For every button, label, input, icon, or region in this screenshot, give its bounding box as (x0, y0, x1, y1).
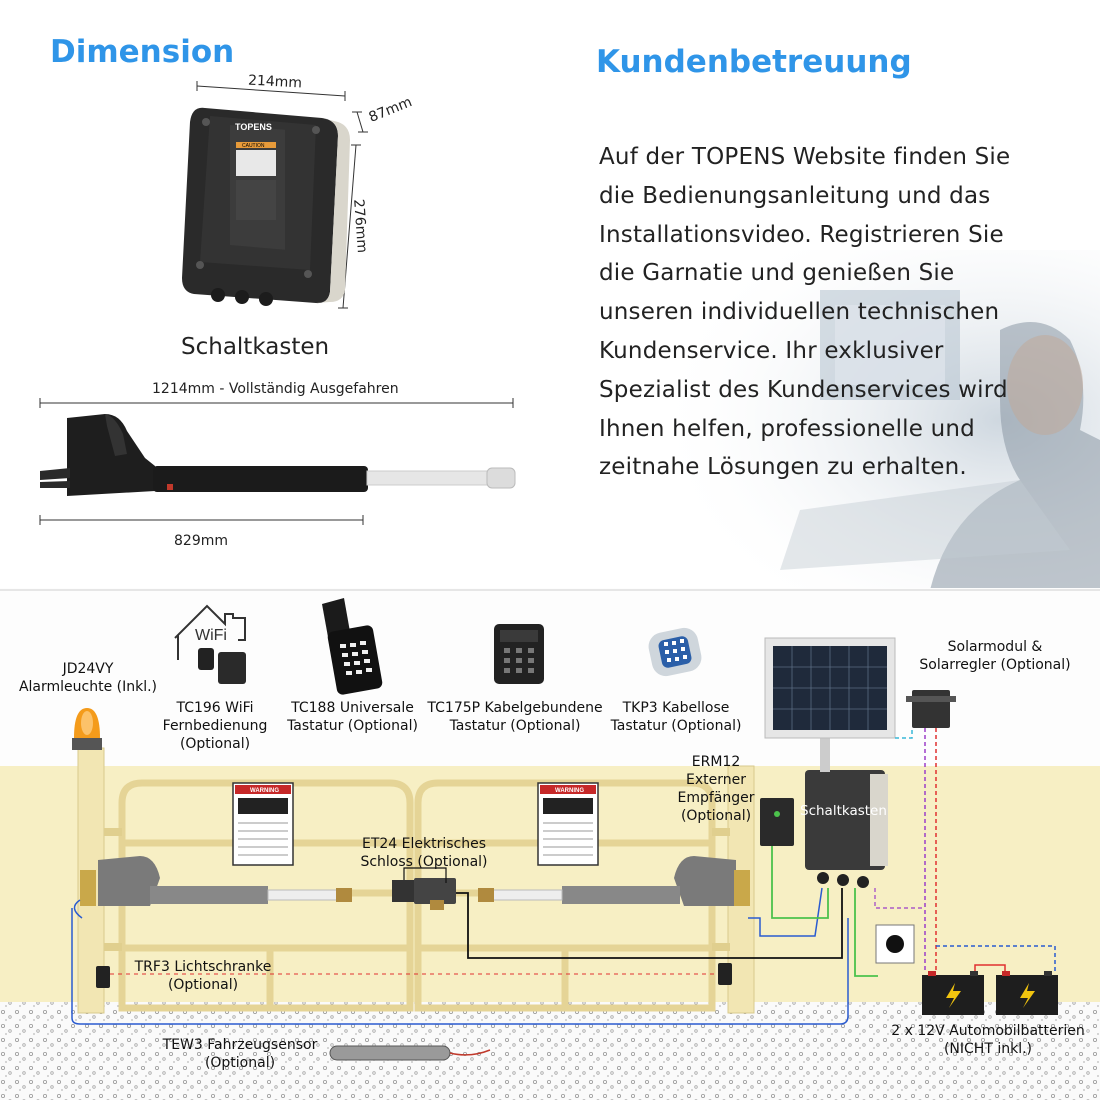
dim-width-label: 214mm (247, 72, 303, 92)
box-brand: TOPENS (235, 122, 272, 132)
lock-label: ET24 Elektrisches Schloss (Optional) (352, 835, 496, 871)
batteries-label: 2 x 12V Automobilbatterien (NICHT inkl.) (888, 1022, 1088, 1058)
alarm-light-label: JD24VY Alarmleuchte (Inkl.) (18, 660, 158, 696)
photocell-model: TRF3 Lichtschranke (134, 959, 272, 975)
lock-optional: Schloss (Optional) (360, 854, 488, 870)
universal-keypad-name: Tastatur (Optional) (287, 718, 418, 734)
photocell-label: TRF3 Lichtschranke (Optional) (128, 958, 278, 994)
solar-optional: Solarregler (Optional) (919, 657, 1071, 673)
wireless-keypad-label: TKP3 Kabellose Tastatur (Optional) (604, 699, 748, 735)
dimension-title: Dimension (50, 34, 235, 70)
solar-name: Solarmodul & (947, 639, 1043, 655)
wifi-remote-optional: (Optional) (179, 736, 251, 752)
universal-keypad-model: TC188 Universale (291, 700, 414, 716)
actuator-drawing (39, 398, 516, 525)
support-line: die Bedienungsanleitung und das (599, 182, 991, 209)
support-line: Ihnen helfen, professionelle und (599, 415, 975, 442)
wired-keypad-model: TC175P Kabelgebundene (427, 700, 603, 716)
control-box-dimension-drawing: TOPENS CAUTION (182, 81, 368, 309)
lock-model: ET24 Elektrisches (361, 836, 487, 852)
wireless-keypad-model: TKP3 Kabellose (622, 700, 730, 716)
support-line: Auf der TOPENS Website finden Sie (599, 144, 1011, 170)
wifi-remote-name: Fernbedienung (162, 718, 268, 734)
receiver-name-1: Externer (686, 772, 746, 788)
wifi-icon-text: WiFi (195, 627, 227, 644)
receiver-name-2: Empfänger (677, 790, 755, 806)
receiver-optional: (Optional) (680, 808, 752, 824)
support-title: Kundenbetreuung (596, 44, 912, 80)
support-agent-background (600, 250, 1100, 590)
vehicle-sensor-model: TEW3 Fahrzeugsensor (162, 1037, 318, 1053)
installation-diagram: WARNING WARNING (0, 588, 1100, 1100)
support-line: zeitnahe Lösungen zu erhalten. (599, 454, 967, 481)
actuator-retracted-label: 829mm (174, 533, 228, 549)
alarm-light-model: JD24VY (62, 661, 114, 677)
vehicle-sensor-optional: (Optional) (204, 1055, 276, 1071)
wireless-keypad-name: Tastatur (Optional) (610, 718, 742, 734)
alarm-light-name: Alarmleuchte (Inkl.) (18, 679, 158, 695)
vehicle-sensor-label: TEW3 Fahrzeugsensor (Optional) (160, 1036, 320, 1072)
universal-keypad-label: TC188 Universale Tastatur (Optional) (280, 699, 425, 735)
wired-keypad-label: TC175P Kabelgebundene Tastatur (Optional… (424, 699, 606, 735)
wifi-remote-label: TC196 WiFi Fernbedienung (Optional) (150, 699, 280, 753)
actuator-extended-label: 1214mm - Vollständig Ausgefahren (152, 381, 399, 397)
box-caution: CAUTION (242, 143, 265, 149)
solar-label: Solarmodul & Solarregler (Optional) (912, 638, 1078, 674)
wifi-remote-model: TC196 WiFi (176, 700, 254, 716)
control-box-caption: Schaltkasten (181, 334, 330, 360)
support-line: Spezialist des Kundenservices wird (599, 376, 1008, 403)
batteries-note: (NICHT inkl.) (943, 1041, 1033, 1057)
support-paragraph: Auf der TOPENS Website finden Sie die Be… (599, 138, 1010, 487)
support-line: Installationsvideo. Registrieren Sie (599, 221, 1004, 248)
receiver-label: ERM12 Externer Empfänger (Optional) (670, 753, 762, 825)
diagram-control-box-label: Schaltkasten (800, 803, 887, 819)
warning-sign-left: WARNING (250, 788, 279, 794)
support-line: unseren individuellen technischen (599, 299, 1000, 326)
receiver-model: ERM12 (691, 754, 741, 770)
photocell-optional: (Optional) (167, 977, 239, 993)
warning-sign-right: WARNING (555, 788, 584, 794)
support-line: die Garnatie und genießen Sie (599, 260, 955, 287)
support-line: Kundenservice. Ihr exklusiver (599, 337, 944, 364)
wired-keypad-name: Tastatur (Optional) (449, 718, 581, 734)
batteries-name: 2 x 12V Automobilbatterien (891, 1023, 1085, 1039)
